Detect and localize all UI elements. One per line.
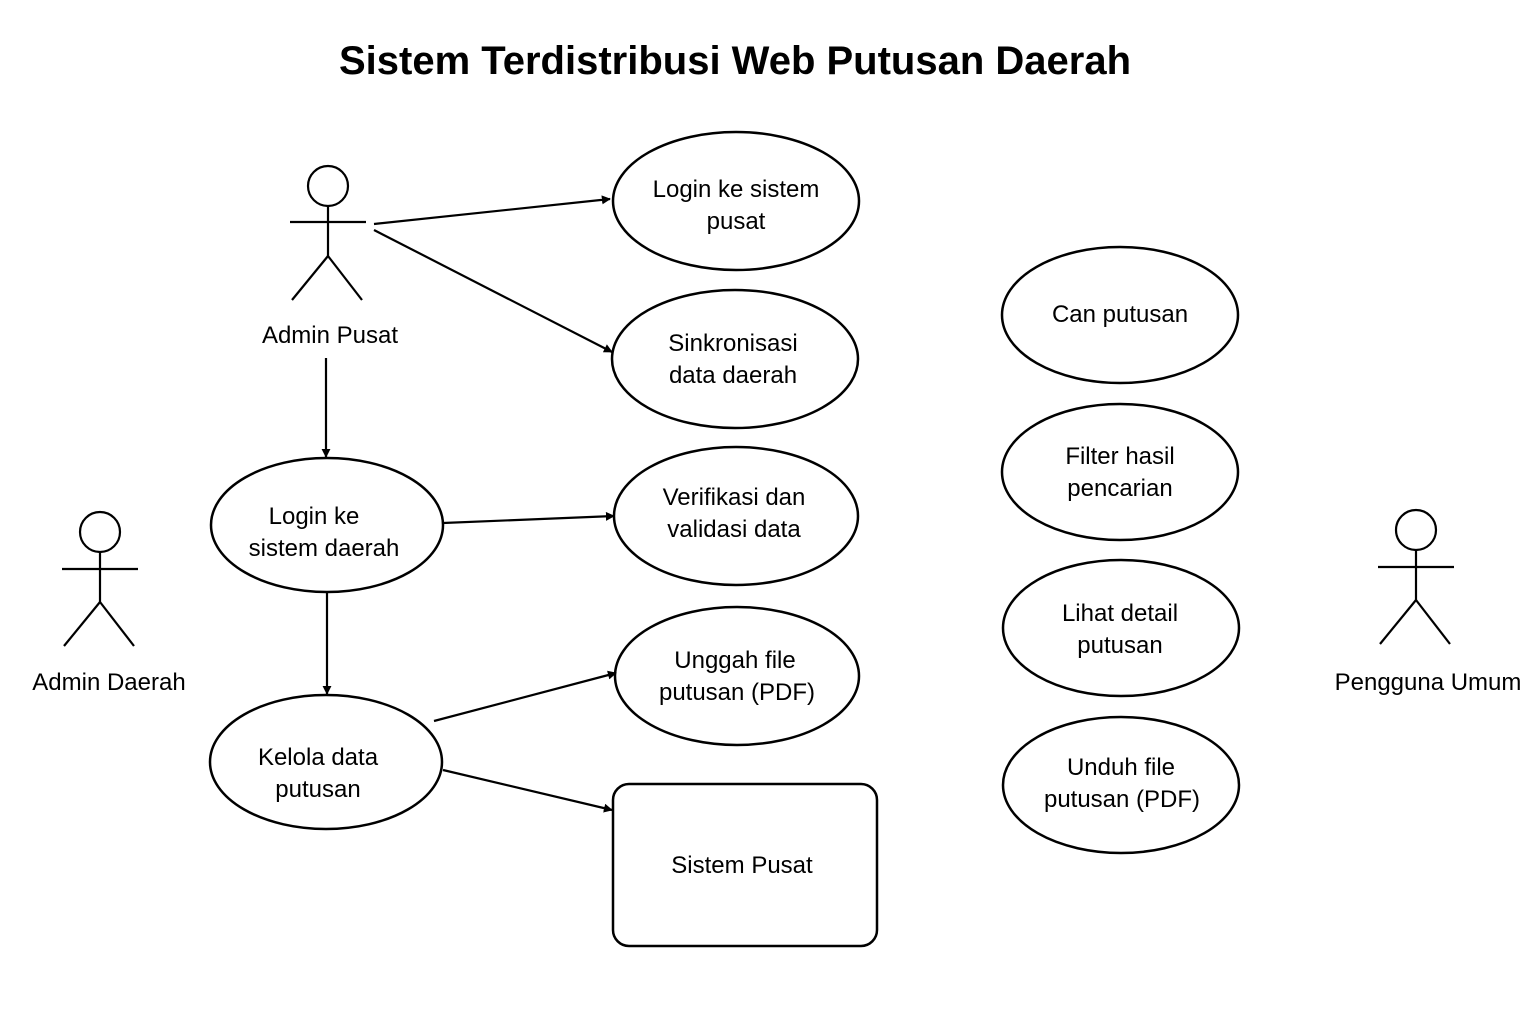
arrow-admin-pusat-to-sinkronisasi bbox=[373, 229, 613, 353]
actor-leg-left bbox=[291, 255, 329, 301]
use-case-verifikasi[interactable]: Verifikasi dan validasi data bbox=[612, 445, 860, 587]
use-case-label: Sinkronisasi bbox=[668, 330, 797, 357]
use-case-ellipse bbox=[209, 456, 445, 594]
actor-label: Admin Pusat bbox=[262, 322, 398, 349]
use-case-unggah[interactable]: Unggah file putusan (PDF) bbox=[613, 605, 861, 747]
use-case-label: Lihat detail bbox=[1062, 600, 1178, 627]
actor-admin-pusat[interactable]: Admin Pusat bbox=[262, 164, 398, 349]
use-case-cari[interactable]: Can putusan bbox=[1000, 245, 1240, 385]
use-case-label: putusan bbox=[1077, 632, 1162, 659]
use-case-label: Can putusan bbox=[1052, 301, 1188, 328]
use-case-label: Filter hasil bbox=[1065, 443, 1174, 470]
use-case-ellipse bbox=[1000, 402, 1240, 542]
use-case-label: pencarian bbox=[1067, 475, 1172, 502]
use-case-ellipse bbox=[611, 130, 861, 272]
use-case-ellipse bbox=[610, 288, 860, 430]
use-case-label: putusan (PDF) bbox=[1044, 786, 1200, 813]
use-case-lihat[interactable]: Lihat detail putusan bbox=[1001, 558, 1241, 698]
use-case-label: data daerah bbox=[669, 362, 797, 389]
use-case-label: putusan (PDF) bbox=[659, 679, 815, 706]
use-case-label: Verifikasi dan bbox=[663, 484, 806, 511]
arrow-login-daerah-to-verifikasi bbox=[442, 511, 615, 525]
actor-label: Admin Daerah bbox=[32, 669, 185, 696]
use-case-label: Login ke sistem bbox=[653, 176, 820, 203]
system-label: Sistem Pusat bbox=[671, 852, 813, 879]
use-case-login-pusat[interactable]: Login ke sistem pusat bbox=[611, 130, 861, 272]
actor-pengguna-umum[interactable]: Pengguna Umum bbox=[1335, 508, 1522, 696]
use-case-label: Login ke bbox=[269, 503, 360, 530]
use-case-label: sistem daerah bbox=[249, 535, 400, 562]
actor-leg-left bbox=[63, 601, 101, 647]
use-case-label: putusan bbox=[275, 776, 360, 803]
actor-head bbox=[306, 164, 350, 208]
use-case-label: Unggah file bbox=[674, 647, 795, 674]
use-case-filter[interactable]: Filter hasil pencarian bbox=[1000, 402, 1240, 542]
use-case-unduh[interactable]: Unduh file putusan (PDF) bbox=[1001, 715, 1241, 855]
use-case-label: Unduh file bbox=[1067, 754, 1175, 781]
use-case-ellipse bbox=[1000, 245, 1240, 385]
use-case-label: validasi data bbox=[667, 516, 801, 543]
actor-leg-left bbox=[1379, 599, 1417, 645]
arrow-kelola-to-unggah bbox=[433, 670, 617, 723]
actor-label: Pengguna Umum bbox=[1335, 669, 1522, 696]
use-case-login-daerah[interactable]: Login ke sistem daerah bbox=[209, 456, 445, 594]
use-case-sinkronisasi[interactable]: Sinkronisasi data daerah bbox=[610, 288, 860, 430]
diagram-title: Sistem Terdistribusi Web Putusan Daerah bbox=[339, 39, 1131, 83]
actor-leg-right bbox=[1415, 599, 1451, 645]
use-case-ellipse bbox=[1001, 715, 1241, 855]
use-case-label: pusat bbox=[707, 208, 766, 235]
use-case-label: Kelola data bbox=[258, 744, 379, 771]
use-case-ellipse bbox=[208, 693, 444, 831]
use-case-kelola[interactable]: Kelola data putusan bbox=[208, 693, 444, 831]
actor-head bbox=[1394, 508, 1438, 552]
use-case-ellipse bbox=[613, 605, 861, 747]
actor-leg-right bbox=[327, 255, 363, 301]
actor-admin-daerah[interactable]: Admin Daerah bbox=[32, 510, 186, 696]
arrow-kelola-to-sistem-pusat bbox=[442, 768, 613, 813]
arrow-admin-pusat-to-login-pusat bbox=[373, 195, 611, 226]
actor-head bbox=[78, 510, 122, 554]
system-box bbox=[611, 782, 879, 948]
actor-leg-right bbox=[99, 601, 135, 647]
use-case-ellipse bbox=[1001, 558, 1241, 698]
system-sistem-pusat[interactable]: Sistem Pusat bbox=[611, 782, 879, 948]
